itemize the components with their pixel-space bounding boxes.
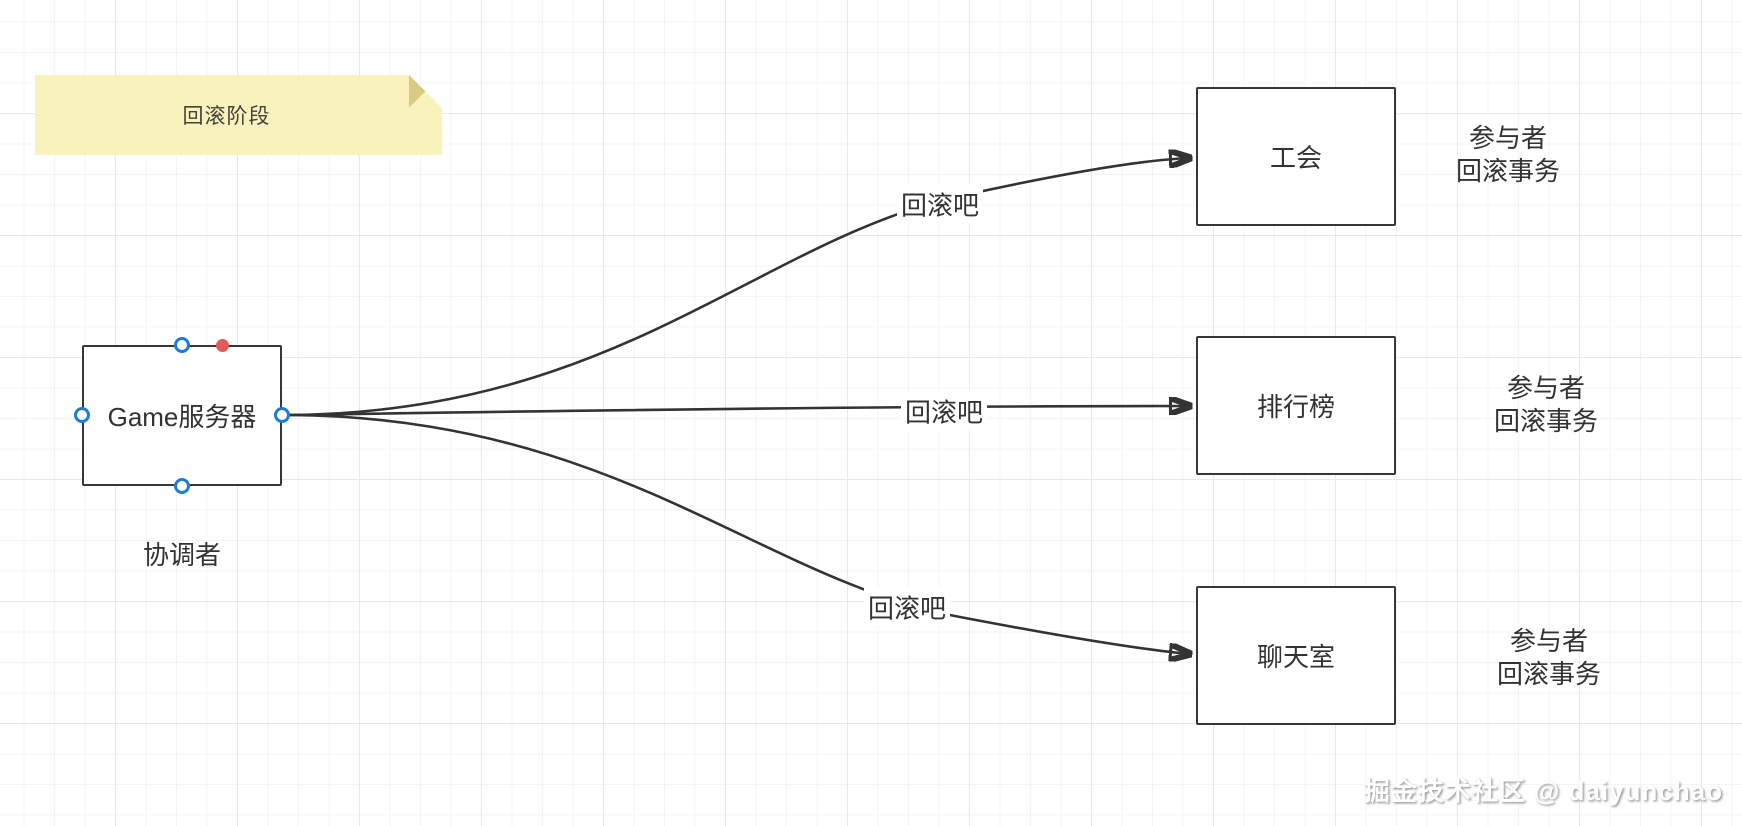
side-note-chat-line2: 回滚事务 (1496, 659, 1602, 689)
edge-to-rank[interactable] (288, 406, 1190, 417)
coordinator-box-label: Game服务器 (107, 402, 257, 432)
side-note-guild-line2: 回滚事务 (1455, 156, 1561, 186)
side-note-chat[interactable]: 参与者 回滚事务 (1497, 625, 1601, 691)
connection-handle-right[interactable] (274, 407, 290, 423)
edge-to-chat[interactable] (288, 413, 1190, 654)
connection-handle-bottom[interactable] (174, 478, 190, 494)
edge-label-guild[interactable]: 回滚吧 (896, 184, 984, 224)
participant-box-rank[interactable]: 排行榜 (1196, 336, 1396, 475)
edge-label-rank[interactable]: 回滚吧 (900, 391, 988, 431)
coordinator-role-label: 协调者 (142, 540, 221, 570)
sticky-note[interactable]: 回滚阶段 (35, 75, 442, 155)
edge-to-guild[interactable] (288, 158, 1190, 417)
edge-label-chat[interactable]: 回滚吧 (863, 587, 951, 627)
participant-box-chat[interactable]: 聊天室 (1196, 586, 1396, 725)
connection-handle-left[interactable] (74, 407, 90, 423)
participant-box-chat-label: 聊天室 (1256, 642, 1335, 672)
side-note-guild-line1: 参与者 (1468, 123, 1548, 153)
side-note-rank-line1: 参与者 (1506, 373, 1586, 403)
participant-box-rank-label: 排行榜 (1256, 392, 1335, 422)
side-note-chat-line1: 参与者 (1509, 626, 1589, 656)
connection-handle-top[interactable] (174, 337, 190, 353)
watermark: 掘金技术社区 @ daiyunchao (1363, 776, 1723, 806)
participant-box-guild-label: 工会 (1269, 143, 1322, 173)
side-note-guild[interactable]: 参与者 回滚事务 (1456, 122, 1560, 188)
red-marker-dot[interactable] (216, 339, 229, 352)
sticky-note-label: 回滚阶段 (182, 105, 271, 128)
side-note-rank[interactable]: 参与者 回滚事务 (1494, 372, 1598, 438)
coordinator-box[interactable]: Game服务器 (82, 345, 282, 486)
side-note-rank-line2: 回滚事务 (1493, 406, 1599, 436)
participant-box-guild[interactable]: 工会 (1196, 87, 1396, 226)
